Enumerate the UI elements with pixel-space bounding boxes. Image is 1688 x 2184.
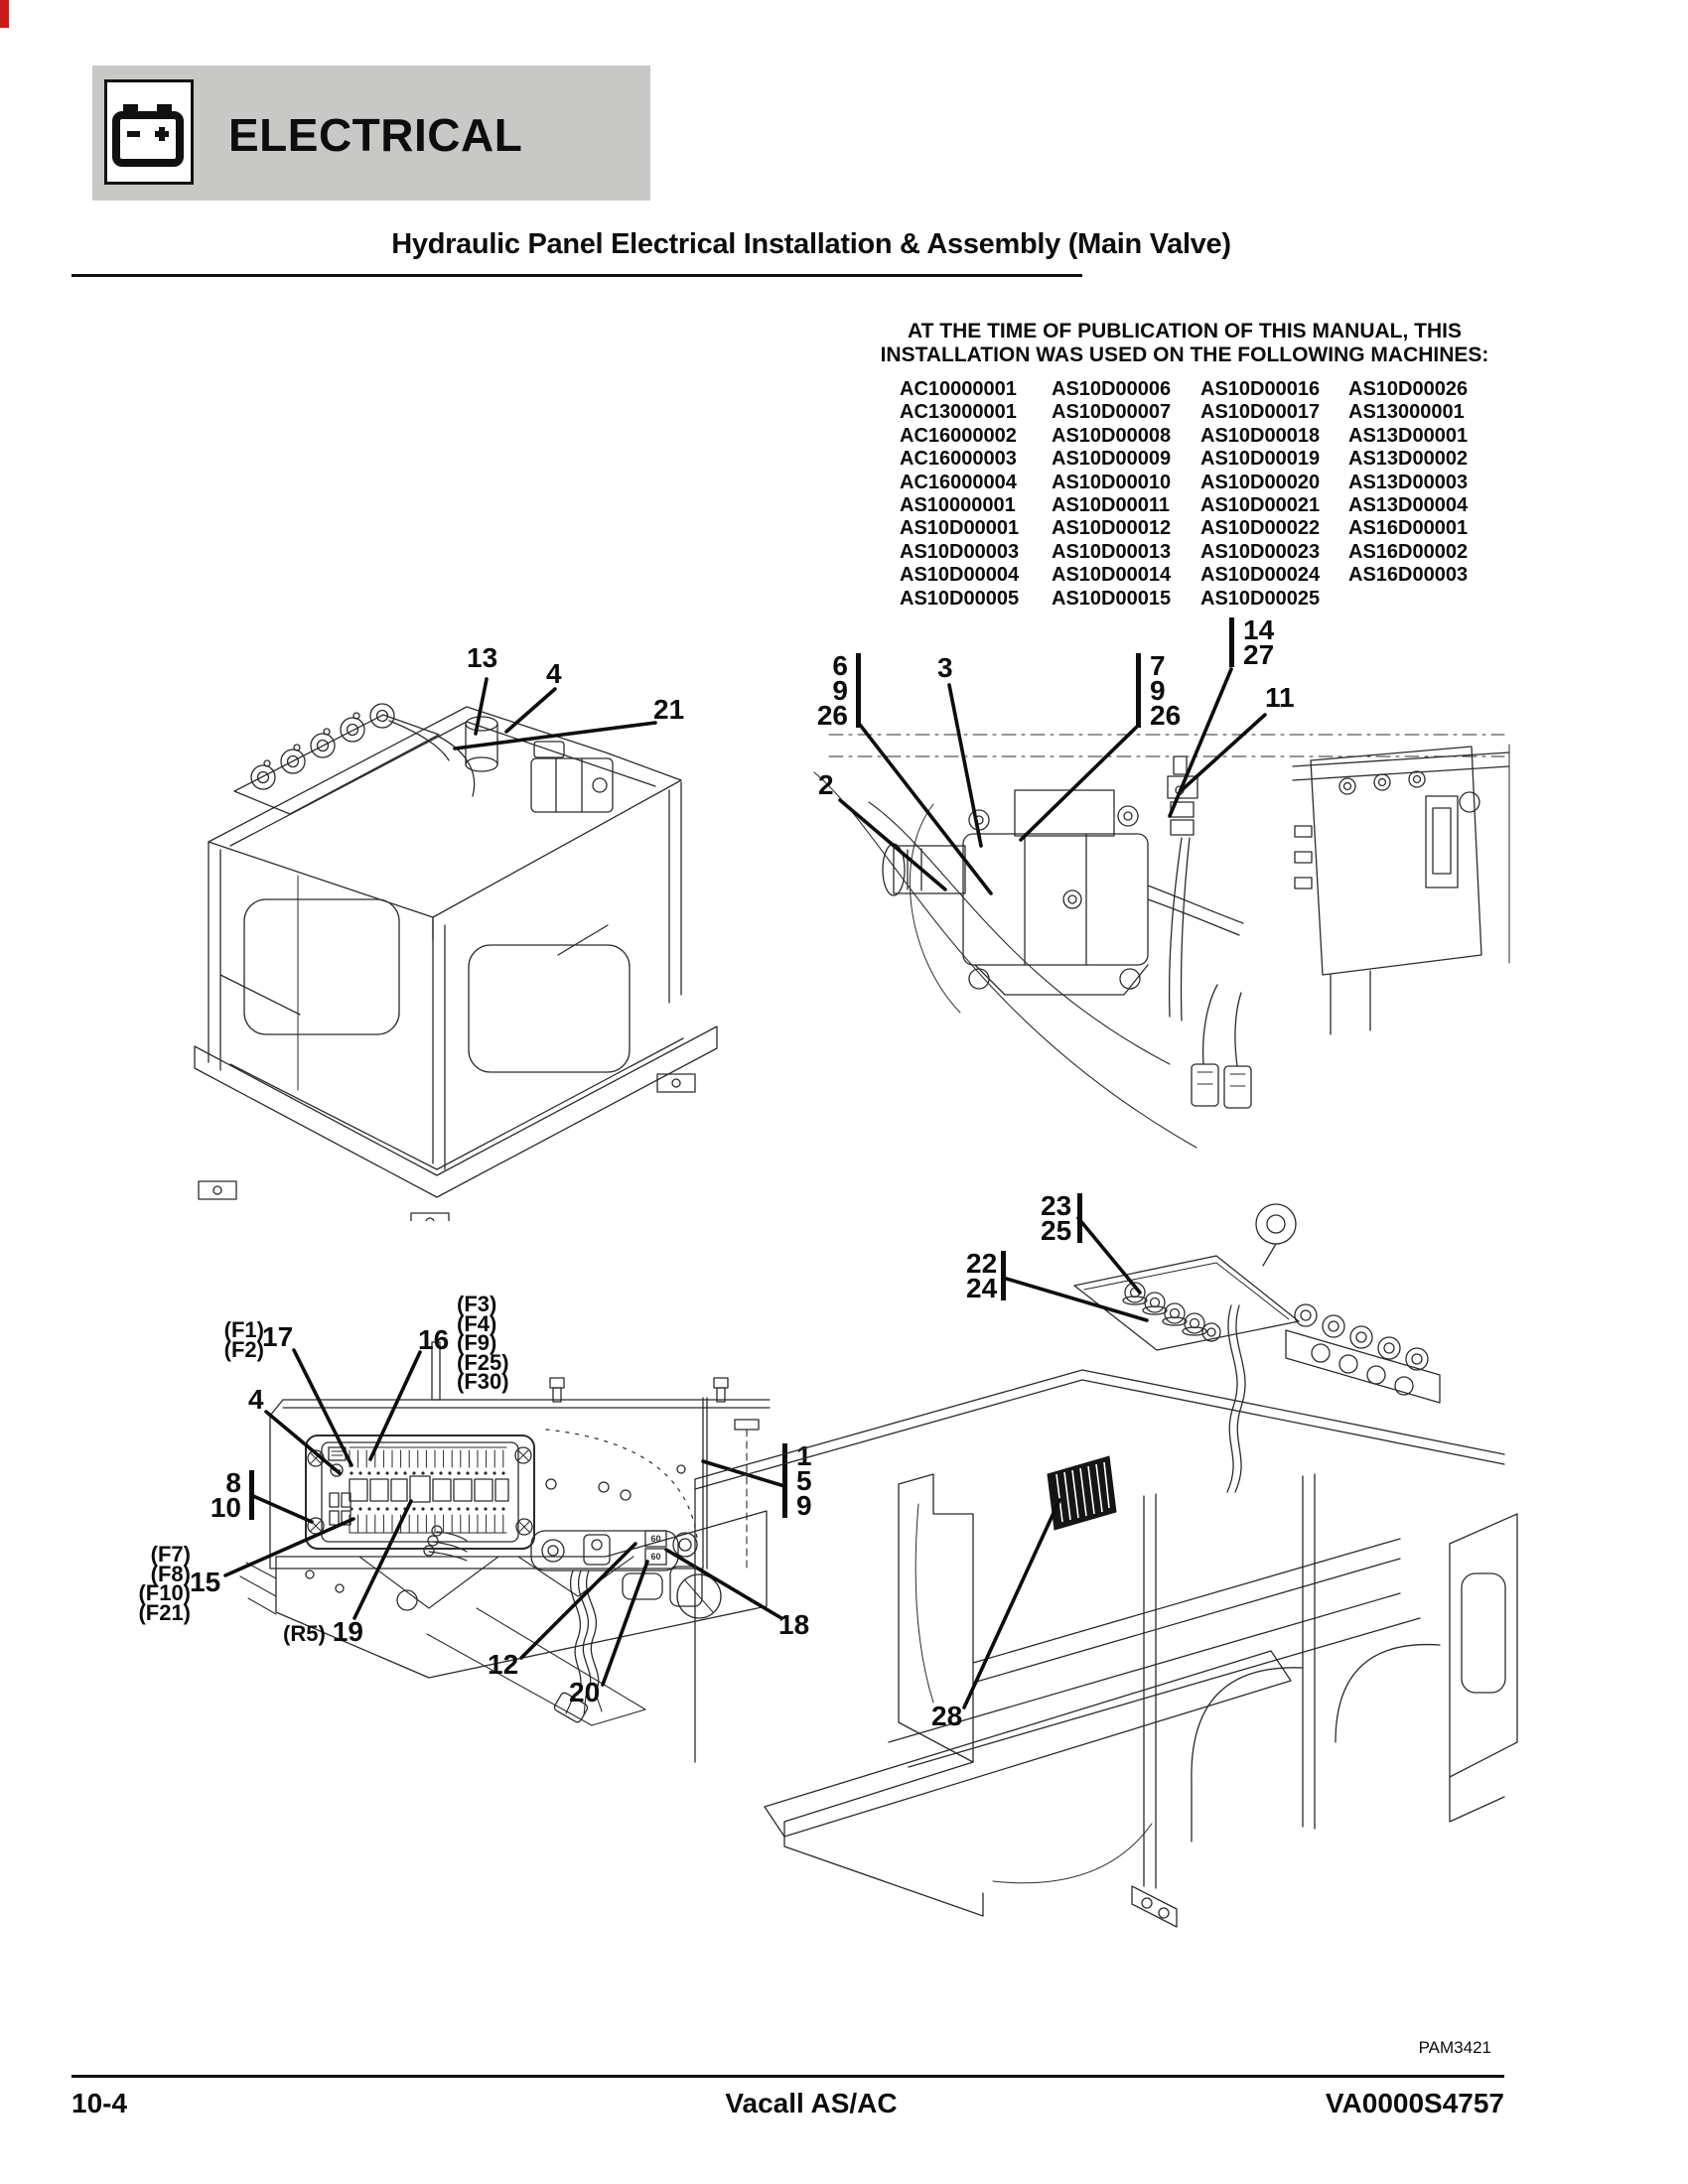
callout-11: 11 [1265, 682, 1295, 713]
machine-serial: AS10000001 [900, 494, 1016, 517]
machine-serial: AS10D00011 [1052, 494, 1170, 517]
machine-serial: AS10D00021 [1200, 494, 1321, 517]
machine-serial: AS13D00001 [1348, 424, 1469, 447]
footer-rule [71, 2075, 1504, 2078]
callout-22-24: 22 24 [966, 1250, 1006, 1302]
callout-19: 19 [332, 1616, 363, 1647]
machine-serial: AS10D00008 [1052, 424, 1172, 447]
machine-serial: AS10D00026 [1348, 378, 1469, 400]
machine-serial: AS13D00004 [1348, 494, 1469, 517]
machine-serial: AS10D00015 [1052, 587, 1172, 610]
callout-4b: 4 [248, 1384, 264, 1415]
callout-F1-F2: (F1) (F2) [223, 1317, 264, 1362]
callout-R5-19: (R5) 19 [283, 1616, 363, 1648]
machine-serial: AS10D00019 [1200, 448, 1321, 471]
machine-serial: AC13000001 [900, 401, 1017, 424]
machine-serial: AS16D00001 [1348, 517, 1469, 540]
callout-16: 16 [418, 1324, 450, 1355]
diagram-4-line-art [694, 1203, 1518, 1928]
callout-8-10: 8 10 [205, 1469, 254, 1522]
machine-serial: AS10D00023 [1200, 540, 1321, 563]
callout-R5-label: (R5) [283, 1621, 326, 1646]
machine-serial: AC10000001 [900, 378, 1017, 400]
machine-serial: AC16000002 [900, 424, 1017, 447]
machine-serial: AS10D00004 [900, 564, 1020, 587]
scan-red-corner-mark [0, 0, 9, 28]
notice-line-1: AT THE TIME OF PUBLICATION OF THIS MANUA… [907, 320, 1463, 342]
diagram-2-line-art [813, 667, 1510, 1149]
machine-serial: AS10D00025 [1200, 587, 1321, 610]
callout-28: 28 [931, 1701, 963, 1731]
machine-serial: AS10D00001 [900, 517, 1020, 540]
callout-23-25: 23 25 [1041, 1192, 1082, 1245]
callout-1-5-9: 1 5 9 [782, 1442, 812, 1520]
callout-2: 2 [818, 769, 834, 800]
callout-20: 20 [569, 1677, 601, 1707]
callout-F3-F4-F9-F25-F30: (F3) (F4) (F9) (F25) (F30) [457, 1292, 509, 1394]
machine-serial: AS13000001 [1348, 401, 1465, 424]
notice-line-2: INSTALLATION WAS USED ON THE FOLLOWING M… [880, 343, 1489, 366]
machine-serial: AS10D00005 [900, 587, 1020, 610]
section-title: ELECTRICAL [228, 109, 523, 161]
relay-60-label-top: 60 [650, 1534, 660, 1544]
machine-serial: AS10D00024 [1200, 564, 1321, 587]
machine-serial: AS10D00006 [1052, 378, 1172, 400]
callout-3: 3 [937, 652, 953, 683]
callout-15: 15 [190, 1567, 221, 1597]
callout-14-27: 14 27 [1229, 616, 1274, 669]
callout-4: 4 [546, 658, 562, 689]
callout-F7-F8-F10-F21: (F7) (F8) (F10) (F21) [138, 1542, 191, 1625]
callout-17: 17 [262, 1321, 294, 1352]
machine-serial: AS10D00018 [1200, 424, 1321, 447]
machine-serial: AS16D00003 [1348, 564, 1469, 587]
footer-document-number: VA0000S4757 [1325, 2088, 1504, 2118]
footer-model-name: Vacall AS/AC [725, 2088, 898, 2118]
footer-page-number: 10-4 [71, 2088, 128, 2118]
page-title: Hydraulic Panel Electrical Installation … [391, 228, 1231, 260]
machine-serial: AC16000003 [900, 448, 1017, 471]
machine-serial: AS13D00003 [1348, 471, 1469, 493]
machine-serial: AS10D00014 [1052, 564, 1172, 587]
figure-code: PAM3421 [1418, 2038, 1491, 2057]
battery-icon [112, 104, 184, 167]
callout-6-9-26: 6 9 26 [794, 652, 861, 730]
machine-serial: AC16000004 [900, 471, 1017, 493]
machine-serial: AS10D00016 [1200, 378, 1321, 400]
machine-serial: AS10D00013 [1052, 540, 1172, 563]
machine-serial: AS16D00002 [1348, 540, 1469, 563]
machine-serial: AS10D00009 [1052, 448, 1172, 471]
machine-serial: AS10D00012 [1052, 517, 1172, 540]
title-rule [71, 274, 1082, 277]
battery-icon-box [104, 79, 194, 185]
machine-serial: AS10D00017 [1200, 401, 1321, 424]
machine-serial: AS10D00022 [1200, 517, 1321, 540]
machine-serial: AS10D00007 [1052, 401, 1172, 424]
callout-21: 21 [653, 694, 685, 725]
callout-12: 12 [488, 1649, 519, 1680]
machine-serial: AS10D00010 [1052, 471, 1172, 493]
relay-60-label-bottom: 60 [650, 1552, 660, 1562]
diagram-1-line-art [194, 677, 718, 1221]
machine-serial: AS13D00002 [1348, 448, 1469, 471]
callout-7-9-26: 7 9 26 [1136, 652, 1181, 730]
diagram-3-line-art: 60 60 [223, 1341, 786, 1726]
machine-serial: AS10D00020 [1200, 471, 1321, 493]
callout-13: 13 [467, 642, 498, 673]
callout-18: 18 [778, 1609, 810, 1640]
machine-serial: AS10D00003 [900, 540, 1020, 563]
